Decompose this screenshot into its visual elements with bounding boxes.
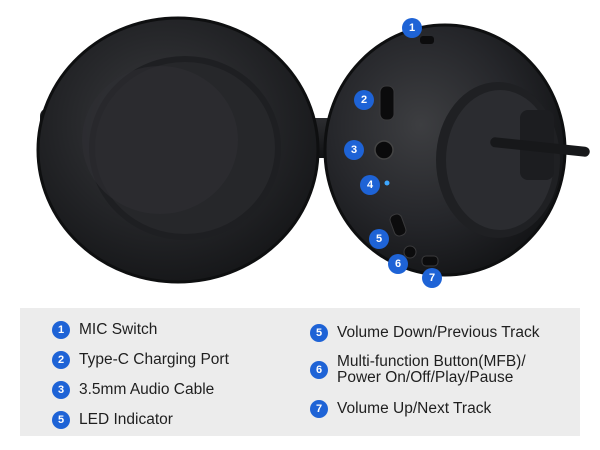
legend-label: MIC Switch <box>79 321 158 338</box>
type-c-port <box>379 85 395 121</box>
feature-legend: 1 MIC Switch 2 Type-C Charging Port 3 3.… <box>20 308 580 436</box>
number-badge: 2 <box>52 351 70 369</box>
number-badge: 3 <box>52 381 70 399</box>
volume-down-button <box>389 213 407 237</box>
number-badge: 5 <box>52 411 70 429</box>
marker-1: 1 <box>402 18 422 38</box>
legend-item-mic-switch: 1 MIC Switch <box>52 321 157 339</box>
marker-4: 4 <box>360 175 380 195</box>
legend-label: Multi-function Button(MFB)/ Power On/Off… <box>337 354 526 386</box>
svg-text:5: 5 <box>376 233 382 245</box>
number-badge: 7 <box>310 400 328 418</box>
legend-label: Type-C Charging Port <box>79 351 229 368</box>
marker-5: 5 <box>369 229 389 249</box>
number-badge: 5 <box>310 324 328 342</box>
svg-text:2: 2 <box>361 94 367 106</box>
legend-item-type-c-port: 2 Type-C Charging Port <box>52 351 229 369</box>
legend-item-mfb: 6 Multi-function Button(MFB)/ Power On/O… <box>310 354 526 386</box>
mfb-button <box>403 245 417 259</box>
legend-label: Volume Down/Previous Track <box>337 324 540 341</box>
svg-text:4: 4 <box>367 179 374 191</box>
marker-3: 3 <box>344 140 364 160</box>
mic-switch <box>420 36 434 44</box>
number-badge: 1 <box>52 321 70 339</box>
legend-item-audio-cable: 3 3.5mm Audio Cable <box>52 381 214 399</box>
legend-label-line-2: Power On/Off/Play/Pause <box>337 369 514 386</box>
svg-text:7: 7 <box>429 272 435 284</box>
svg-text:6: 6 <box>395 258 401 270</box>
legend-label: Volume Up/Next Track <box>337 400 492 417</box>
legend-label: LED Indicator <box>79 411 173 428</box>
legend-item-volume-up: 7 Volume Up/Next Track <box>310 400 491 418</box>
marker-6: 6 <box>388 254 408 274</box>
product-photo: 1 2 3 4 5 6 7 <box>36 16 590 288</box>
audio-jack <box>374 140 394 160</box>
number-badge: 6 <box>310 361 328 379</box>
svg-text:3: 3 <box>351 144 357 156</box>
svg-text:1: 1 <box>409 22 415 34</box>
marker-2: 2 <box>354 90 374 110</box>
volume-up-button <box>421 255 439 267</box>
mic-boom <box>490 137 590 157</box>
left-ear-cup <box>36 16 320 284</box>
legend-label: 3.5mm Audio Cable <box>79 381 215 398</box>
legend-item-volume-down: 5 Volume Down/Previous Track <box>310 324 539 342</box>
legend-item-led-indicator: 5 LED Indicator <box>52 411 173 429</box>
led-light <box>384 180 390 186</box>
marker-7: 7 <box>422 268 442 288</box>
legend-label-line-1: Multi-function Button(MFB)/ <box>337 353 526 370</box>
